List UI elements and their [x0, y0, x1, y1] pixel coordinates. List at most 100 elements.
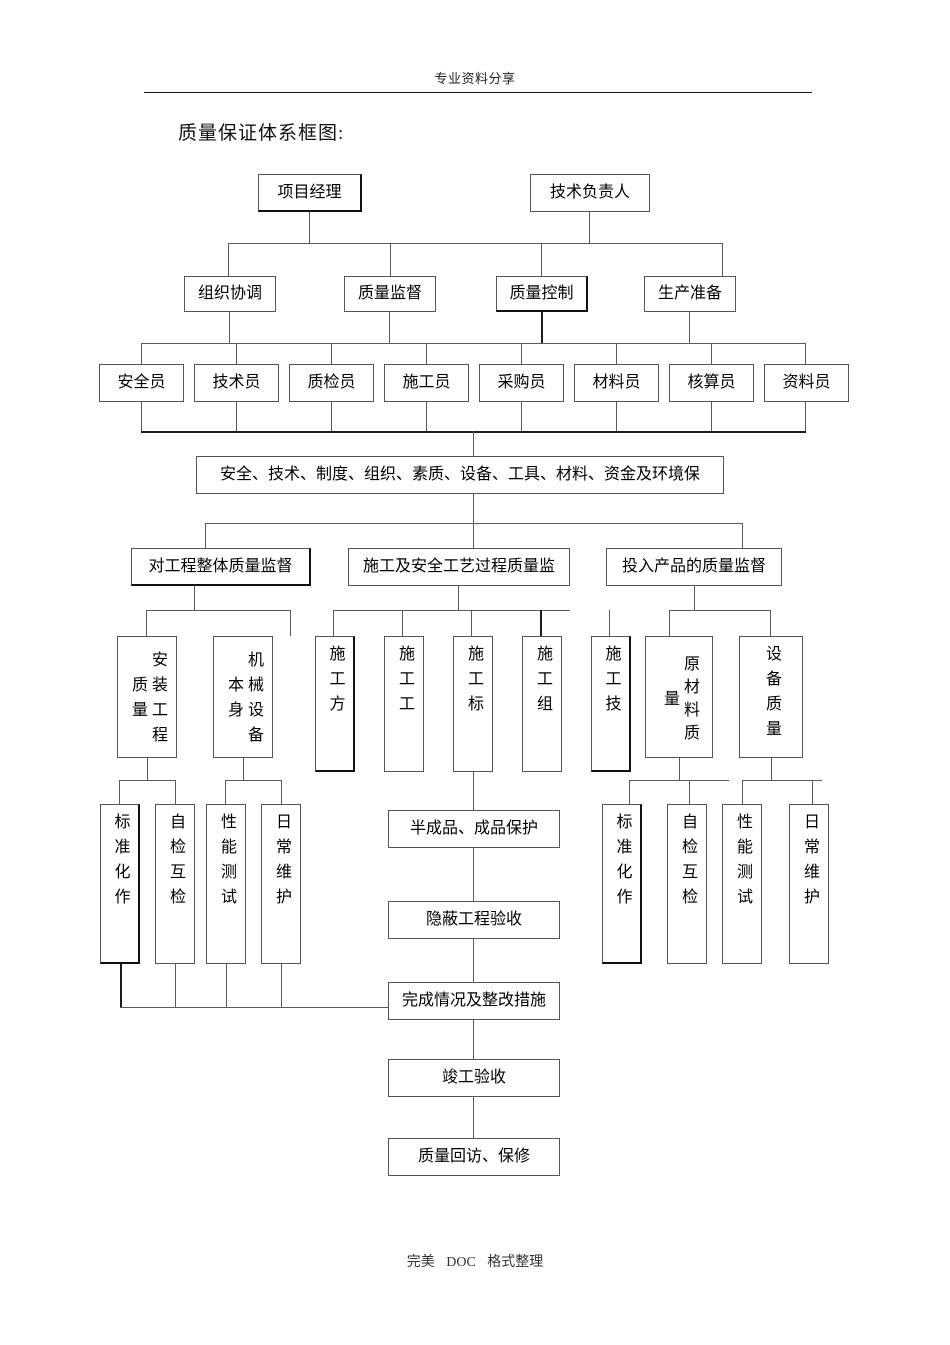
connector-machine-down	[243, 758, 245, 780]
connector-machine-drop-1	[225, 780, 227, 804]
connector-equip-drop-2	[812, 780, 814, 804]
connector-meas-l3-down	[226, 964, 228, 1008]
box-construction-officer: 施工员	[384, 364, 469, 402]
connector-qctl-down	[541, 312, 544, 343]
connector-whole-down	[194, 586, 196, 610]
connector-machine-drop-2	[281, 780, 283, 804]
footer-text-cn2: 格式整理	[487, 1255, 544, 1270]
connector-meas-l1-down	[120, 964, 123, 1008]
connector-role-up-1	[141, 402, 143, 431]
connector-proc-drop-4	[540, 610, 543, 636]
connector-l3-drop-4	[426, 343, 428, 364]
footer-text-doc: DOC	[446, 1255, 476, 1270]
connector-raw-drop-2	[689, 780, 691, 804]
connector-input-drop-1	[669, 610, 671, 636]
page-header-text: 专业资料分享	[434, 71, 516, 86]
connector-proc-drop-1	[333, 610, 335, 636]
connector-sup-drop-3	[742, 523, 744, 548]
box-resources: 安全、技术、制度、组织、素质、设备、工具、材料、资金及环境保	[196, 456, 724, 494]
box-standardization-left: 标准化作	[100, 804, 140, 964]
box-quality-supervision: 质量监督	[344, 276, 436, 312]
box-daily-maintenance-right: 日常维护	[789, 804, 829, 964]
box-equipment-quality: 设备质量	[739, 636, 803, 758]
connector-equip-bus	[742, 780, 822, 782]
connector-resources-down	[473, 431, 475, 456]
connector-pm-down	[309, 212, 311, 243]
box-construction-gong: 施工工	[384, 636, 424, 772]
connector-install-bus	[119, 780, 175, 782]
connector-install-down	[147, 758, 149, 780]
connector-l3-drop-7	[711, 343, 713, 364]
connector-left-to-rectify	[120, 1007, 388, 1009]
box-quality-revisit-warranty: 质量回访、保修	[388, 1138, 560, 1176]
connector-whole-bus	[146, 610, 291, 612]
footer-text-cn: 完美	[406, 1255, 435, 1270]
connector-l2-drop-4	[722, 243, 724, 276]
connector-tl-down	[589, 212, 591, 243]
connector-level2-bus	[228, 243, 723, 245]
connector-sup-drop-1	[205, 523, 207, 548]
connector-l3-drop-8	[805, 343, 807, 364]
box-install-quality: 安装工程质量	[117, 636, 177, 758]
box-performance-test-left: 性能测试	[206, 804, 246, 964]
connector-role-up-5	[521, 402, 523, 431]
connector-process-bus	[333, 610, 570, 612]
header-divider	[144, 92, 812, 93]
connector-process-down	[458, 586, 460, 610]
connector-level3-bus	[141, 343, 805, 345]
connector-install-drop-1	[119, 780, 121, 804]
connector-l2-drop-2	[390, 243, 392, 276]
box-technical-lead: 技术负责人	[530, 174, 650, 212]
connector-equip-down	[771, 758, 773, 780]
page-footer: 完美 DOC 格式整理	[0, 1251, 950, 1271]
connector-hidden-to-rectify	[473, 939, 475, 982]
box-rectification-measures: 完成情况及整改措施	[388, 982, 560, 1020]
connector-prod-down	[689, 312, 691, 343]
box-semi-finished-protection: 半成品、成品保护	[388, 810, 560, 848]
connector-complete-to-revisit	[473, 1097, 475, 1138]
connector-l3-drop-6	[616, 343, 618, 364]
connector-org-down	[229, 312, 231, 343]
box-quality-control: 质量控制	[496, 276, 588, 312]
connector-whole-drop-1	[146, 610, 148, 636]
connector-l3-drop-2	[236, 343, 238, 364]
box-construction-ji: 施工技	[591, 636, 631, 772]
connector-proc-drop-3	[471, 610, 473, 636]
box-daily-maintenance-left: 日常维护	[261, 804, 301, 964]
connector-role-up-3	[331, 402, 333, 431]
box-input-product-supervision: 投入产品的质量监督	[606, 548, 782, 586]
box-project-manager: 项目经理	[258, 174, 362, 212]
connector-biao-to-semi	[473, 772, 475, 810]
box-self-inspection-left: 自检互检	[155, 804, 195, 964]
connector-res-down	[473, 494, 475, 523]
connector-whole-drop-2	[290, 610, 292, 636]
connector-role-up-4	[426, 402, 428, 431]
connector-proc-drop-5	[609, 610, 611, 636]
connector-l2-drop-3	[541, 243, 543, 276]
box-machine-equipment: 机械设备本身	[213, 636, 273, 758]
box-quality-inspector: 质检员	[289, 364, 374, 402]
box-whole-project-supervision: 对工程整体质量监督	[131, 548, 311, 586]
box-construction-fang: 施工方	[315, 636, 355, 772]
connector-role-up-7	[711, 402, 713, 431]
connector-input-down	[694, 586, 696, 610]
box-technician: 技术员	[194, 364, 279, 402]
box-org-coordination: 组织协调	[184, 276, 276, 312]
box-construction-zu: 施工组	[522, 636, 562, 772]
box-accountant: 核算员	[669, 364, 754, 402]
box-process-supervision: 施工及安全工艺过程质量监	[348, 548, 570, 586]
connector-raw-bus	[629, 780, 729, 782]
connector-rectify-to-complete	[473, 1020, 475, 1059]
connector-l3-drop-1	[141, 343, 143, 364]
connector-install-drop-2	[175, 780, 177, 804]
connector-machine-bus	[225, 780, 281, 782]
connector-equip-drop-1	[742, 780, 744, 804]
connector-meas-l2-down	[175, 964, 177, 1008]
connector-role-up-2	[236, 402, 238, 431]
box-construction-biao: 施工标	[453, 636, 493, 772]
connector-role-up-8	[805, 402, 807, 431]
box-production-prep: 生产准备	[644, 276, 736, 312]
page-title: 质量保证体系框图:	[178, 123, 345, 144]
box-completion-acceptance: 竣工验收	[388, 1059, 560, 1097]
